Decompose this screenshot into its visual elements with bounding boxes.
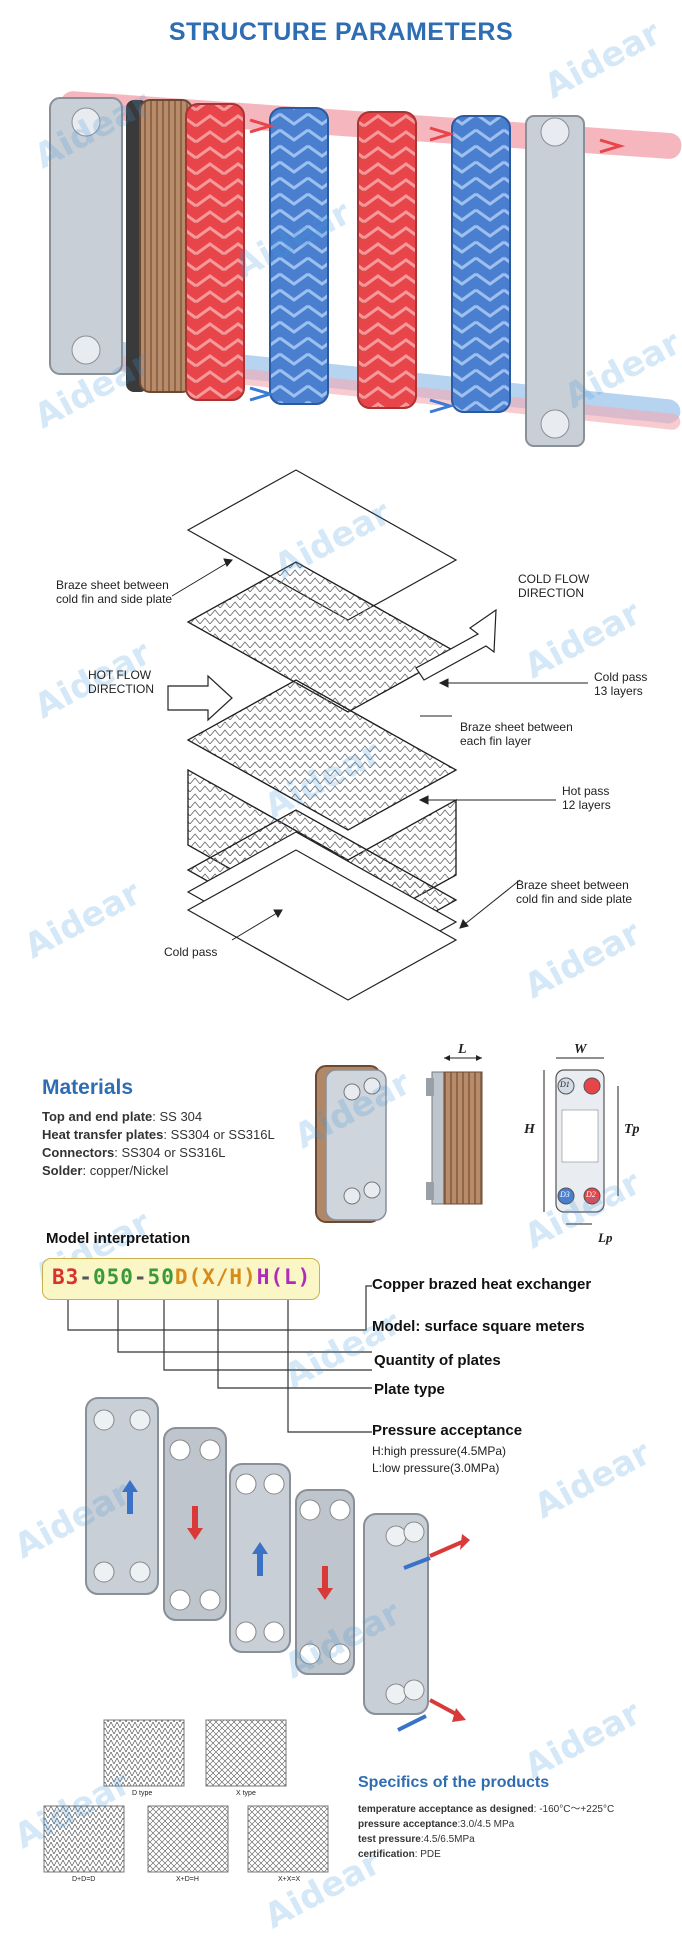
label-cold-pass-bottom: Cold pass	[164, 945, 218, 959]
dimension-drawing	[543, 1057, 619, 1225]
model-leader-lines	[67, 1285, 372, 1433]
specifics-line: certification: PDE	[358, 1849, 441, 1860]
label-hot-flow: HOT FLOW DIRECTION	[88, 668, 154, 696]
label-cold-pass: Cold pass 13 layers	[594, 670, 648, 698]
page-title: STRUCTURE PARAMETERS	[168, 18, 514, 46]
product-render	[315, 1065, 387, 1223]
dim-H: H	[524, 1122, 535, 1137]
pattern-swatches	[43, 1719, 329, 1873]
dim-Tp: Tp	[624, 1122, 640, 1137]
model-label-pressure: Pressure acceptance	[372, 1422, 523, 1439]
pattern-label-x: X type	[236, 1790, 256, 1797]
exploded-plate-stack	[49, 91, 682, 447]
specifics-list: temperature acceptance as designed: -160…	[358, 1802, 614, 1862]
model-label-high: H:high pressure(4.5MPa)	[372, 1444, 507, 1458]
dim-W: W	[574, 1042, 587, 1057]
dim-D3: D3	[560, 1190, 570, 1199]
label-hot-pass: Hot pass 12 layers	[562, 784, 611, 812]
model-label-type: Plate type	[374, 1381, 445, 1398]
diagram-leaders	[171, 558, 588, 941]
specifics-line: pressure acceptance:3.0/4.5 MPa	[358, 1819, 515, 1830]
pattern-label-xd: X+D=H	[176, 1876, 199, 1883]
model-heading: Model interpretation	[46, 1230, 191, 1247]
materials-line: Top and end plate: SS 304	[42, 1109, 203, 1124]
dim-L: L	[458, 1042, 467, 1057]
dim-D1: D1	[560, 1080, 570, 1089]
materials-list: Top and end plate: SS 304 Heat transfer …	[42, 1108, 275, 1180]
label-braze-bottom: Braze sheet between cold fin and side pl…	[516, 878, 633, 906]
pattern-label-dd: D+D=D	[72, 1876, 96, 1883]
braze-fin-drawing	[167, 469, 497, 1001]
model-label-plates: Quantity of plates	[374, 1352, 501, 1369]
materials-line: Heat transfer plates: SS304 or SS316L	[42, 1127, 275, 1142]
materials-heading: Materials	[42, 1076, 134, 1099]
pattern-label-xx: X+X=X	[278, 1876, 301, 1883]
model-label-low: L:low pressure(3.0MPa)	[372, 1461, 500, 1475]
label-braze-top: Braze sheet between cold fin and side pl…	[56, 578, 173, 606]
materials-line: Solder: copper/Nickel	[42, 1163, 169, 1178]
materials-line: Connectors: SS304 or SS316L	[42, 1145, 226, 1160]
label-braze-each: Braze sheet between each fin layer	[460, 720, 573, 748]
model-code-box	[42, 1258, 320, 1300]
model-label-surface: Model: surface square meters	[372, 1318, 585, 1335]
model-label-copper: Copper brazed heat exchanger	[372, 1276, 592, 1293]
pattern-label-d: D type	[132, 1790, 153, 1797]
plate-series	[85, 1397, 470, 1732]
label-cold-flow: COLD FLOW DIRECTION	[518, 572, 590, 600]
dim-D2: D2	[586, 1190, 596, 1199]
side-view-render	[426, 1055, 483, 1205]
specifics-heading: Specifics of the products	[358, 1774, 550, 1791]
specifics-line: test pressure:4.5/6.5MPa	[358, 1834, 475, 1845]
dim-Lp: Lp	[598, 1230, 613, 1245]
specifics-line: temperature acceptance as designed: -160…	[358, 1804, 615, 1815]
model-code: B3-050-50D(X/H)H(L)	[52, 1265, 312, 1289]
